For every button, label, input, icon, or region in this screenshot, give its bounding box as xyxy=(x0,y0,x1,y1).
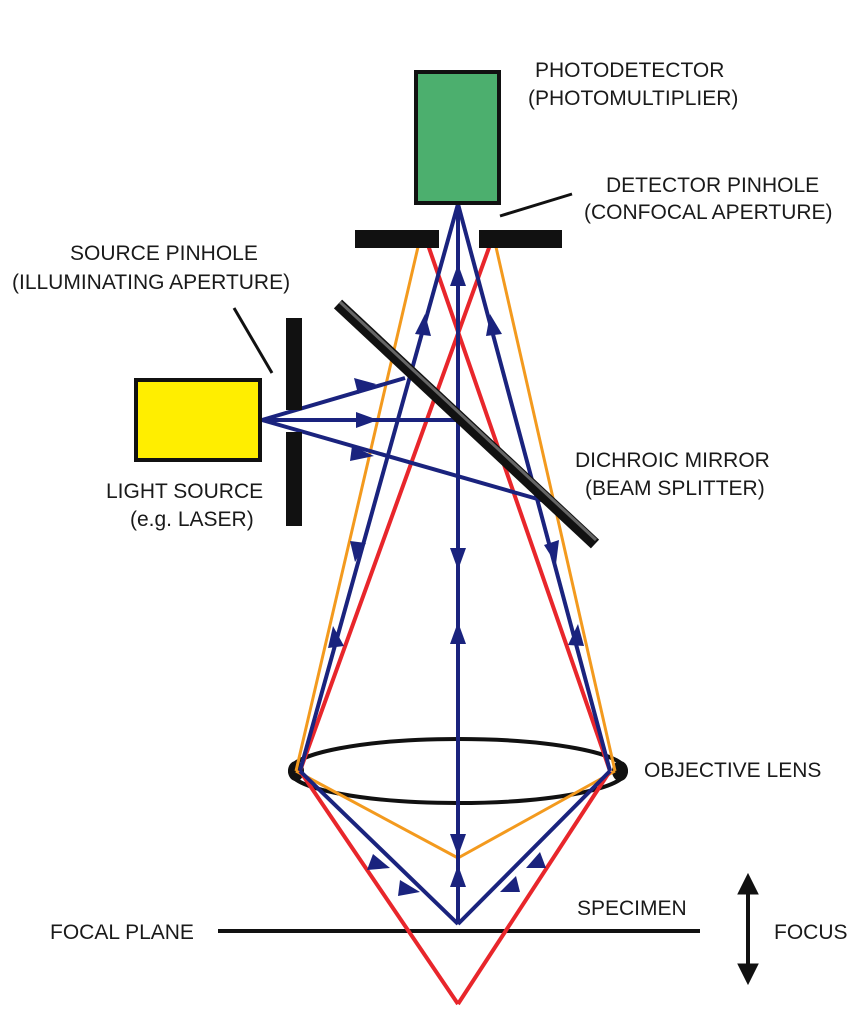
photodetector xyxy=(414,70,501,205)
source-pinhole-leader xyxy=(232,307,274,374)
focus-label: FOCUS xyxy=(774,921,848,944)
detector-pinhole-label-line1: DETECTOR PINHOLE xyxy=(606,174,819,197)
source-pinhole-upper-plate xyxy=(286,318,302,410)
light-source-label-line2: (e.g. LASER) xyxy=(130,508,254,531)
photodetector-label-line2: (PHOTOMULTIPLIER) xyxy=(528,87,738,110)
source-pinhole-lower-plate xyxy=(286,432,302,526)
specimen-label: SPECIMEN xyxy=(577,897,687,920)
detector-pinhole-leader xyxy=(499,192,573,218)
source-pinhole-label-line2: (ILLUMINATING APERTURE) xyxy=(12,271,290,294)
dichroic-mirror-label-line1: DICHROIC MIRROR xyxy=(575,449,770,472)
objective-lens-right-edge xyxy=(612,761,628,781)
dichroic-mirror-highlight xyxy=(338,300,598,542)
detector-pinhole-label-line2: (CONFOCAL APERTURE) xyxy=(584,201,833,224)
source-pinhole-label-line1: SOURCE PINHOLE xyxy=(70,242,258,265)
light-source xyxy=(134,378,262,462)
photodetector-label-line1: PHOTODETECTOR xyxy=(535,59,724,82)
dichroic-mirror-label-line2: (BEAM SPLITTER) xyxy=(585,477,765,500)
light-source-label-line1: LIGHT SOURCE xyxy=(106,480,263,503)
detector-pinhole-left-plate xyxy=(355,230,439,248)
in-focus-rays xyxy=(298,244,612,1006)
detector-pinhole-right-plate xyxy=(479,230,562,248)
illumination-rays xyxy=(261,203,612,926)
objective-lens-label: OBJECTIVE LENS xyxy=(644,759,821,782)
focus-arrow-icon xyxy=(737,872,759,986)
ray-arrows xyxy=(328,264,584,896)
dichroic-mirror xyxy=(333,299,600,549)
focal-plane-label: FOCAL PLANE xyxy=(50,921,194,944)
